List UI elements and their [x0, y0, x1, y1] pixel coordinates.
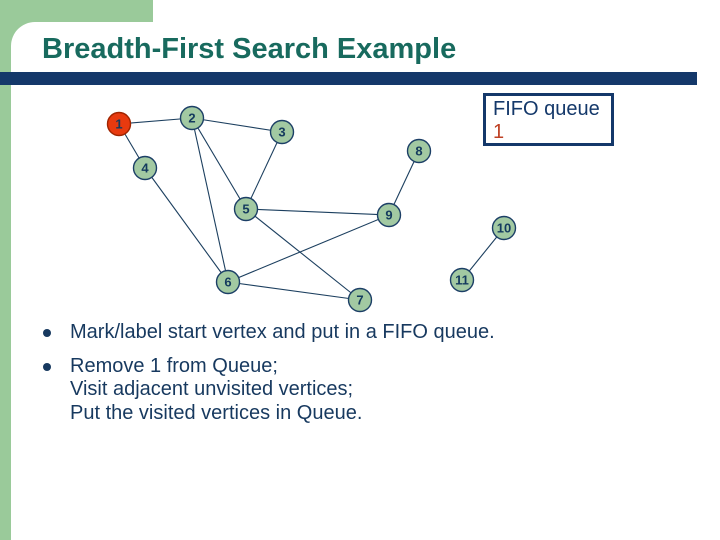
bullet-list: Mark/label start vertex and put in a FIF… — [43, 321, 643, 435]
graph-node-circle — [376, 202, 402, 228]
graph-node-label: 1 — [115, 117, 122, 132]
graph-node-circle — [215, 269, 241, 295]
graph-node-9: 9 — [376, 202, 402, 228]
graph-edge-2-5 — [191, 117, 247, 210]
graph-edge-6-7 — [227, 281, 361, 301]
graph-node-7: 7 — [347, 287, 373, 313]
graph-node-circle — [406, 138, 432, 164]
graph-node-label: 11 — [455, 273, 469, 288]
bullet-dot-icon — [43, 362, 51, 371]
graph-edge-2-3 — [191, 117, 283, 133]
fifo-queue-box: FIFO queue 1 — [483, 93, 614, 146]
graph-node-label: 4 — [141, 161, 149, 176]
graph-node-circle — [491, 215, 517, 241]
bullet-text-line: Put the visited vertices in Queue. — [70, 401, 363, 424]
title-underline-bar — [0, 72, 697, 85]
graph-node-circle — [233, 196, 259, 222]
graph-node-label: 5 — [242, 202, 249, 217]
graph-node-circle — [269, 119, 295, 145]
graph-edge-2-6 — [191, 117, 229, 283]
bullet-text-line: Mark/label start vertex and put in a FIF… — [70, 321, 495, 343]
graph-node-circle — [132, 155, 158, 181]
graph-node-label: 8 — [415, 144, 422, 159]
bullet-text: Mark/label start vertex and put in a FIF… — [70, 321, 643, 345]
graph-node-label: 7 — [356, 293, 363, 308]
bullet-text-line: Visit adjacent unvisited vertices; — [70, 378, 354, 400]
graph-edge-3-5 — [245, 131, 283, 210]
graph-edge-6-9 — [227, 214, 390, 283]
graph-node-circle — [449, 267, 475, 293]
graph-edge-1-2 — [118, 117, 193, 125]
page-title: Breadth-First Search Example — [42, 33, 457, 65]
graph-node-6: 6 — [215, 269, 241, 295]
graph-node-1: 1 — [106, 111, 132, 137]
graph-node-label: 2 — [188, 111, 195, 126]
graph-node-11: 11 — [449, 267, 475, 293]
graph-node-8: 8 — [406, 138, 432, 164]
graph-node-label: 3 — [278, 125, 285, 140]
bullet-text-line: Remove 1 from Queue; — [70, 354, 278, 377]
graph-node-circle — [347, 287, 373, 313]
graph-node-5: 5 — [233, 196, 259, 222]
fifo-queue-label: FIFO queue — [493, 98, 600, 120]
graph-edge-5-9 — [245, 208, 390, 216]
graph-node-circle — [179, 105, 205, 131]
graph-node-10: 10 — [491, 215, 517, 241]
graph-node-label: 6 — [224, 275, 231, 290]
graph-node-label: 9 — [385, 208, 392, 223]
graph-edge-4-6 — [144, 167, 229, 283]
graph-node-4: 4 — [132, 155, 158, 181]
fifo-queue-contents: 1 — [493, 121, 505, 143]
graph-node-label: 10 — [497, 221, 511, 236]
bullet-text: Remove 1 from Queue;Visit adjacent unvis… — [70, 355, 643, 426]
graph-edge-5-7 — [245, 208, 361, 301]
graph-node-2: 2 — [179, 105, 205, 131]
graph-node-circle — [106, 111, 132, 137]
bullet-item: Remove 1 from Queue;Visit adjacent unvis… — [43, 355, 643, 426]
graph-node-3: 3 — [269, 119, 295, 145]
green-left-strip-decoration — [0, 0, 11, 540]
bullet-item: Mark/label start vertex and put in a FIF… — [43, 321, 643, 345]
bullet-dot-icon — [43, 329, 51, 337]
